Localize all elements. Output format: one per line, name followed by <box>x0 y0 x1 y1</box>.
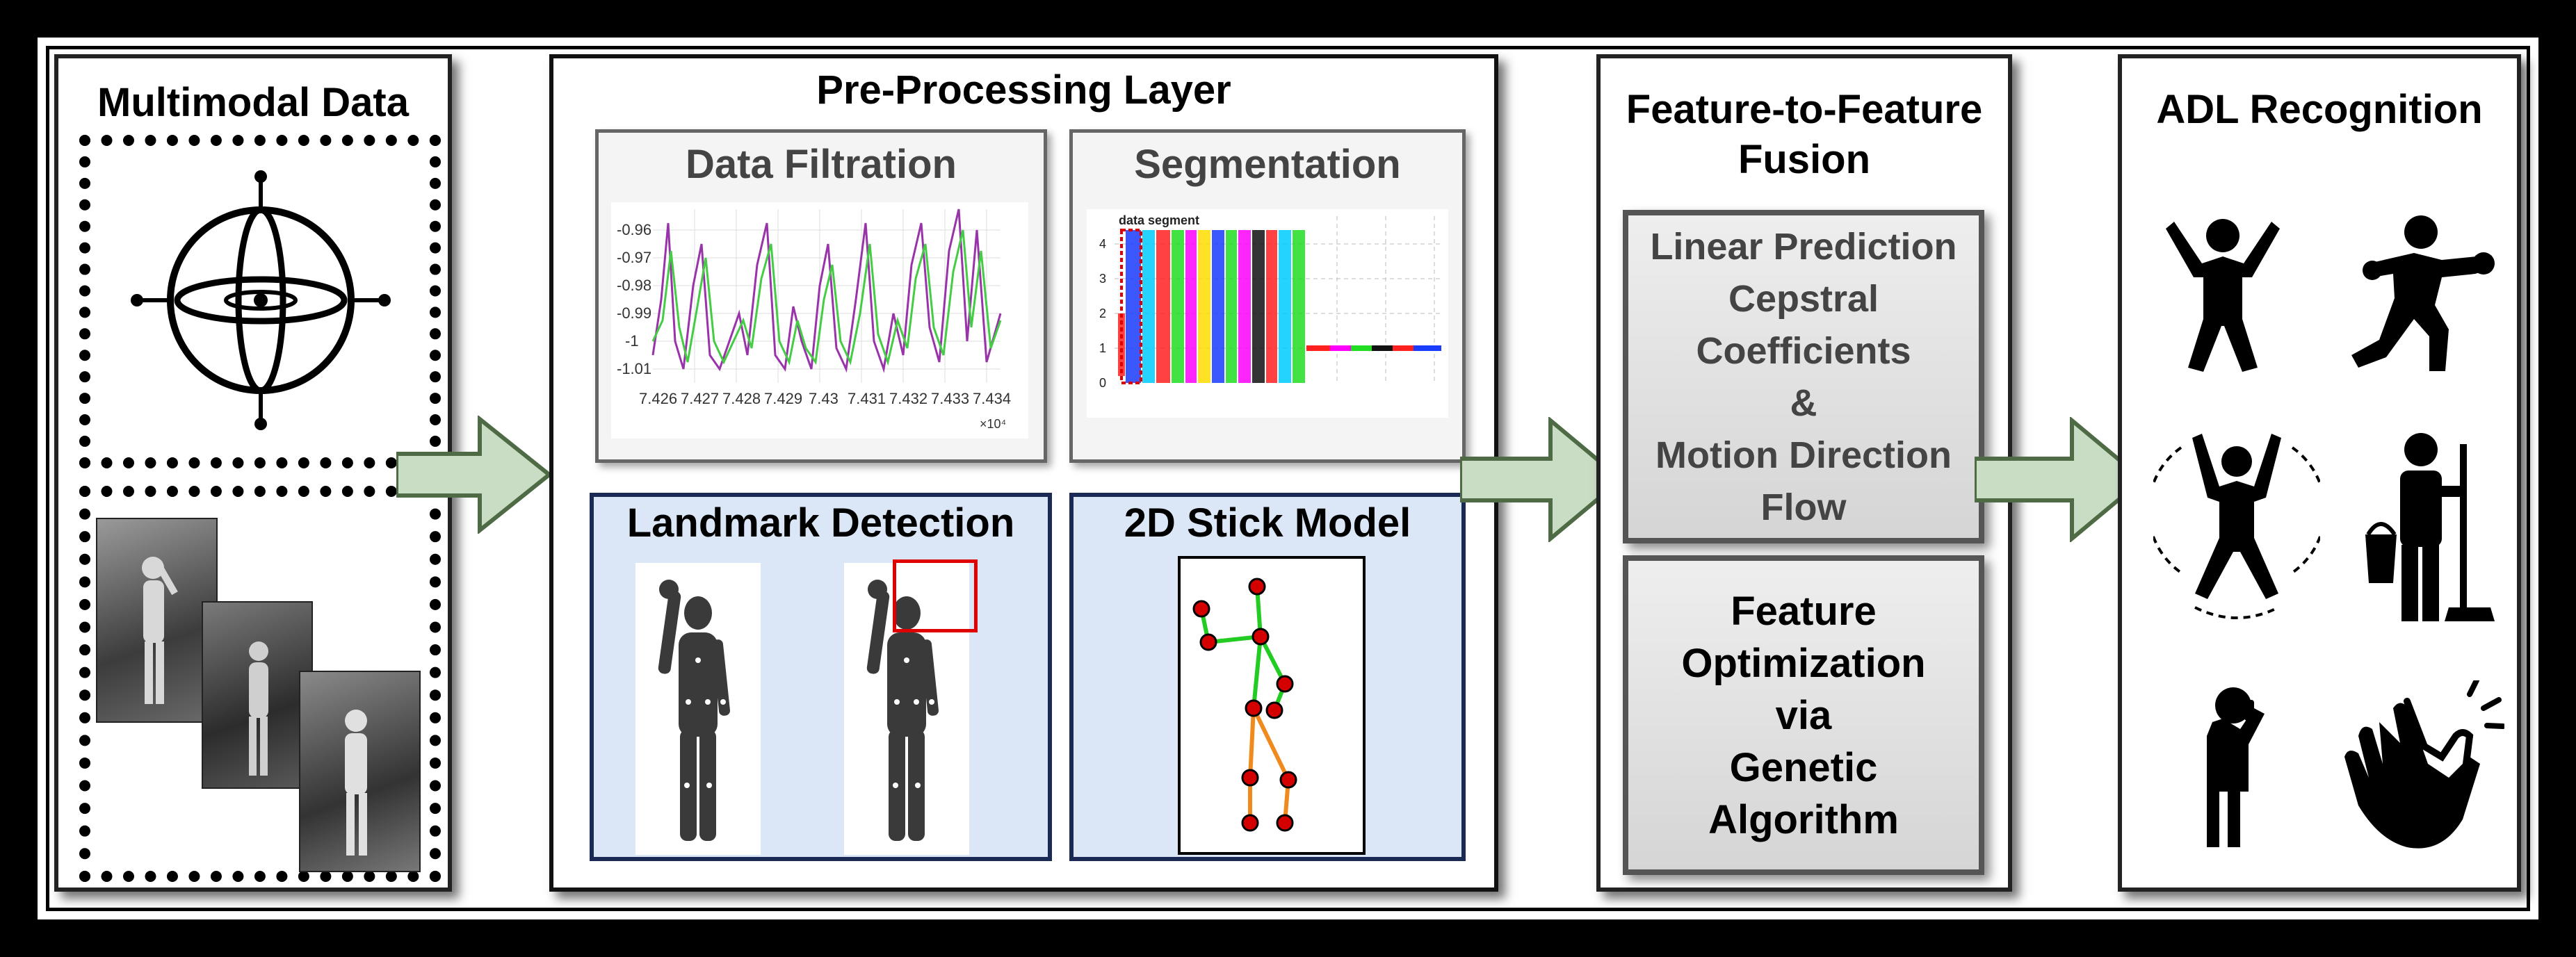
feature-line: Flow <box>1760 486 1847 528</box>
segmentation-chart: data segment 4 3 2 1 0 <box>1087 209 1448 418</box>
y-tick-label: 4 <box>1099 237 1106 251</box>
y-tick-label: -0.99 <box>617 304 651 322</box>
recognition-title: ADL Recognition <box>2156 87 2483 132</box>
stick-joint <box>1241 769 1259 787</box>
video-frame-3 <box>299 671 421 872</box>
segment-legend-label: data segment <box>1119 213 1199 227</box>
stick-model-title: 2D Stick Model <box>1124 500 1411 546</box>
imu-sensor-box <box>79 135 441 468</box>
y-tick-label: -0.97 <box>617 249 651 266</box>
stick-joint <box>1276 814 1294 832</box>
head-detection-box <box>893 559 978 632</box>
x-exponent-label: ×10⁴ <box>980 417 1006 431</box>
jump-icon <box>2153 434 2320 619</box>
filtration-signal-chart: -0.96 -0.97 -0.98 -0.99 -1 -1.01 7.426 7… <box>611 202 1028 439</box>
stick-joint <box>1245 699 1263 717</box>
fusion-title-line1: Feature-to-Feature <box>1626 87 1983 132</box>
fusion-panel: Feature-to-Feature Fusion Linear Predict… <box>1596 54 2012 892</box>
landmark-person-image-1 <box>635 563 761 855</box>
feature-line: Linear Prediction <box>1650 226 1957 268</box>
x-tick-label: 7.434 <box>973 390 1011 407</box>
data-filtration-title: Data Filtration <box>686 142 957 187</box>
landmark-detection-title: Landmark Detection <box>626 500 1015 546</box>
arrow-to-recognition <box>1975 417 2146 542</box>
multimodal-title: Multimodal Data <box>97 80 409 125</box>
landmark-detection-panel: Landmark Detection <box>590 493 1052 861</box>
x-tick-label: 7.432 <box>889 390 927 407</box>
preprocessing-panel: Pre-Processing Layer Data Filtration -0.… <box>549 54 1498 892</box>
video-frames-box <box>79 486 441 882</box>
data-filtration-panel: Data Filtration -0.96 -0.97 -0.98 -0.99 … <box>595 129 1047 463</box>
arrow-to-preprocessing <box>396 416 553 534</box>
stick-joint <box>1199 633 1217 651</box>
landmark-person-image-2 <box>844 563 969 855</box>
x-tick-label: 7.431 <box>848 390 886 407</box>
boxing-icon <box>2351 215 2495 371</box>
y-tick-label: 2 <box>1099 306 1106 320</box>
feature-line: Coefficients <box>1696 330 1911 372</box>
y-tick-label: -1.01 <box>617 360 651 377</box>
fusion-title-line2: Fusion <box>1737 137 1871 182</box>
y-tick-label: 3 <box>1099 272 1106 286</box>
video-frame-2 <box>202 601 313 789</box>
feature-line: Cepstral <box>1728 278 1879 320</box>
x-tick-label: 7.433 <box>931 390 969 407</box>
stick-joint <box>1241 814 1259 832</box>
optimization-line: Feature <box>1731 589 1877 634</box>
stick-joint <box>1279 771 1297 789</box>
x-tick-label: 7.43 <box>809 390 839 407</box>
preprocessing-title: Pre-Processing Layer <box>816 67 1231 113</box>
multimodal-panel: Multimodal Data <box>54 54 452 892</box>
arrow-to-fusion <box>1460 417 1625 542</box>
stick-model-canvas <box>1178 556 1366 855</box>
y-tick-label: -0.96 <box>617 221 651 238</box>
optimization-line: Algorithm <box>1708 797 1899 842</box>
stick-joint <box>1192 600 1210 618</box>
jumping-jack-icon <box>2166 219 2280 372</box>
y-tick-label: 0 <box>1099 376 1106 390</box>
stick-joint <box>1251 628 1270 646</box>
phone-call-icon <box>2207 687 2265 847</box>
stick-model-panel: 2D Stick Model <box>1069 493 1466 861</box>
y-tick-label: -0.98 <box>617 277 651 294</box>
optimization-line: Optimization <box>1681 641 1926 686</box>
segmentation-title: Segmentation <box>1134 142 1401 187</box>
video-frame-1 <box>96 518 218 723</box>
x-tick-label: 7.429 <box>764 390 802 407</box>
feature-extraction-box: Linear Prediction Cepstral Coefficients … <box>1623 210 1984 543</box>
x-tick-label: 7.427 <box>681 390 719 407</box>
feature-line: & <box>1790 382 1817 424</box>
segmentation-panel: Segmentation <box>1069 129 1466 463</box>
stick-joint <box>1248 578 1266 596</box>
y-tick-label: 1 <box>1099 341 1106 355</box>
stick-joint <box>1265 701 1283 719</box>
feature-line: Motion Direction <box>1655 434 1952 476</box>
optimization-line: via <box>1775 693 1832 738</box>
gyroscope-icon <box>131 170 391 430</box>
y-tick-label: -1 <box>625 332 639 350</box>
feature-optimization-box: Feature Optimization via Genetic Algorit… <box>1623 555 1984 875</box>
cleaning-icon <box>2365 433 2495 621</box>
optimization-line: Genetic <box>1729 745 1878 790</box>
x-tick-label: 7.428 <box>722 390 761 407</box>
stick-joint <box>1276 675 1294 693</box>
recognition-panel: ADL Recognition <box>2118 54 2521 892</box>
x-tick-label: 7.426 <box>639 390 677 407</box>
clapping-icon <box>2344 680 2504 849</box>
